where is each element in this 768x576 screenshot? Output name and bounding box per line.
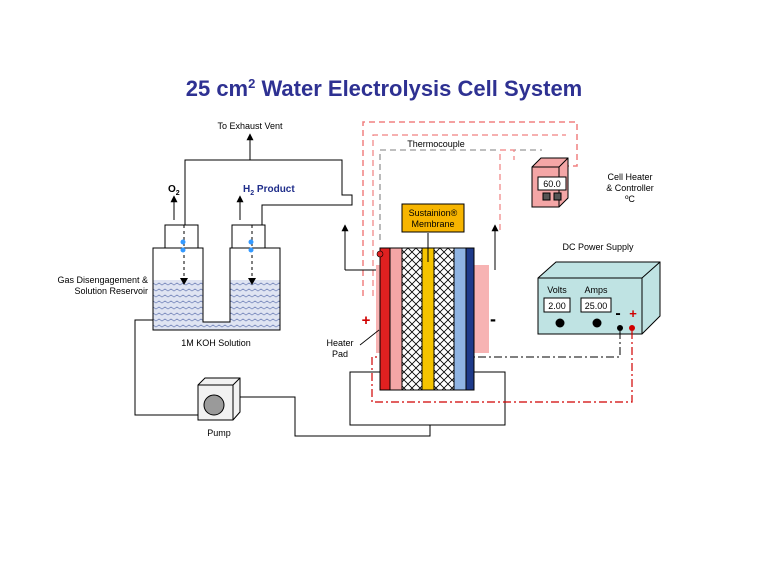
thermocouple-label: Thermocouple — [407, 139, 465, 149]
pump-label: Pump — [207, 428, 231, 438]
heater-display — [537, 176, 567, 191]
amps-knob-icon[interactable] — [592, 318, 602, 328]
volts-knob-icon[interactable] — [555, 318, 565, 328]
heater-dashed-loop — [362, 121, 578, 296]
amps-value: 25.00 — [585, 301, 608, 311]
negative-terminal[interactable] — [617, 325, 623, 331]
gas-reservoir — [152, 224, 281, 331]
membrane-label-1: Sustainion® — [409, 208, 458, 218]
o2-label: O2 — [168, 184, 180, 197]
heater-button[interactable] — [553, 192, 562, 201]
anode-flow-field — [389, 247, 403, 391]
heater-ctrl-label-1: Cell Heater — [607, 172, 652, 182]
heater-ctrl-label-2: & Controller — [606, 183, 654, 193]
dc-power-supply — [537, 261, 661, 335]
title-superscript: 2 — [248, 76, 255, 91]
title-rest: Water Electrolysis Cell System — [255, 76, 582, 101]
exhaust-label: To Exhaust Vent — [217, 121, 283, 131]
amps-display — [580, 297, 612, 313]
pump-rotor-icon — [203, 394, 225, 416]
cell-heater-controller: 60.0 — [531, 157, 569, 208]
heater-pad-label-2: Pad — [332, 349, 348, 359]
heater-pad-right — [471, 265, 489, 353]
o2-bubble — [180, 239, 186, 245]
volts-display — [543, 297, 571, 313]
cell-plus-sign: + — [362, 312, 371, 329]
membrane-label-2: Membrane — [411, 219, 454, 229]
h2-product-label: H2 Product — [243, 184, 295, 197]
pump — [197, 377, 241, 421]
negative-wire — [474, 331, 621, 358]
membrane-layer — [421, 247, 435, 391]
solution-label: 1M KOH Solution — [181, 338, 251, 348]
page-title: 25 cm2 Water Electrolysis Cell System — [186, 76, 583, 101]
heater-display-value: 60.0 — [543, 179, 561, 189]
cathode-gdl — [433, 247, 455, 391]
electrolysis-cell — [376, 233, 475, 391]
reservoir-label-1: Gas Disengagement & — [57, 275, 148, 285]
heater-button[interactable] — [542, 192, 551, 201]
ps-plus-sign: + — [629, 306, 637, 321]
anode-gdl — [401, 247, 423, 391]
cathode-plate — [465, 247, 475, 391]
positive-terminal[interactable] — [629, 325, 635, 331]
amps-label: Amps — [584, 285, 608, 295]
heater-ctrl-label-3: ºC — [625, 194, 635, 204]
title-main: 25 cm — [186, 76, 248, 101]
positive-wire — [371, 331, 633, 403]
volts-label: Volts — [547, 285, 567, 295]
reservoir-label-2: Solution Reservoir — [74, 286, 148, 296]
cathode-flow-field — [453, 247, 467, 391]
cell-minus-sign: - — [490, 309, 496, 329]
volts-value: 2.00 — [548, 301, 566, 311]
o2-bubble — [180, 247, 186, 253]
h2-product-line — [184, 159, 353, 228]
ps-minus-sign: - — [615, 305, 620, 322]
anode-plate — [379, 247, 391, 391]
power-supply-label: DC Power Supply — [562, 242, 634, 252]
heater-pad-label-1: Heater — [326, 338, 353, 348]
membrane-label-box — [401, 203, 465, 233]
h2-bubble — [248, 247, 254, 253]
h2-bubble — [248, 239, 254, 245]
gas-piping — [170, 133, 499, 271]
